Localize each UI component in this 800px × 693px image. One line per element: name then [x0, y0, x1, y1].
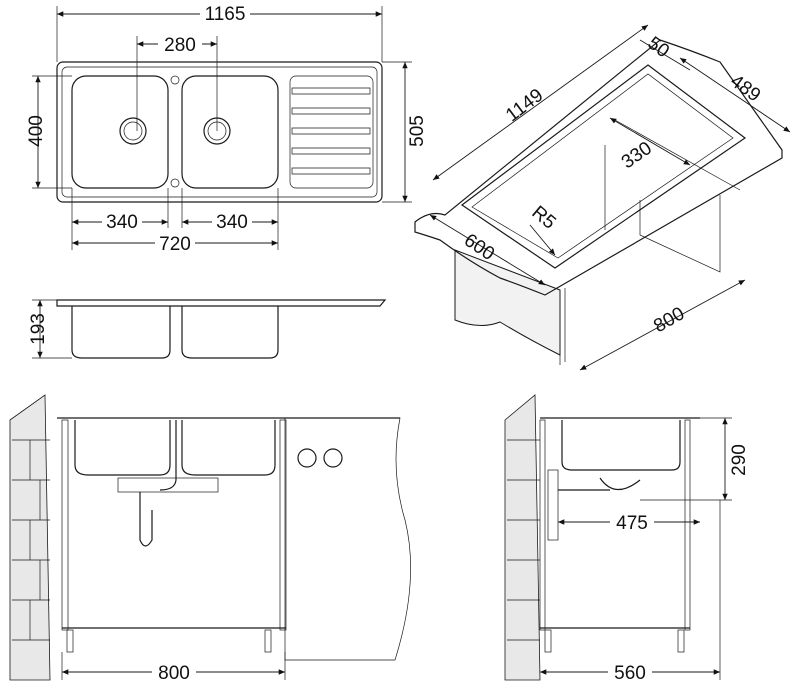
left-bowl — [71, 75, 169, 189]
dim-330: 330 — [618, 138, 656, 173]
dim-800-iso: 800 — [650, 303, 688, 337]
left-drain — [119, 117, 147, 145]
dim-340-right: 340 — [216, 212, 248, 233]
dim-800-front: 800 — [158, 663, 190, 684]
dim-280: 280 — [164, 35, 196, 56]
dim-193: 193 — [28, 313, 49, 345]
side-install-view: 290 475 560 — [504, 394, 750, 684]
dim-560: 560 — [614, 663, 646, 684]
side-section-view: 193 — [28, 299, 387, 359]
right-bowl — [181, 75, 279, 189]
isometric-view: 1149 489 50 330 R5 600 800 — [414, 24, 791, 371]
drainboard — [289, 75, 374, 189]
dim-489: 489 — [726, 71, 764, 107]
dim-720: 720 — [159, 234, 191, 255]
dim-1165: 1165 — [205, 4, 246, 25]
top-view: 1165 280 400 505 340 340 720 — [26, 3, 428, 255]
dim-50: 50 — [644, 33, 673, 62]
dim-475: 475 — [616, 513, 648, 534]
dim-290: 290 — [729, 444, 750, 476]
dim-400: 400 — [26, 115, 47, 147]
dim-r5: R5 — [527, 202, 559, 234]
dim-505: 505 — [407, 115, 428, 147]
dim-1149: 1149 — [502, 85, 547, 126]
front-install-view: 800 — [9, 394, 411, 684]
dim-340-left: 340 — [106, 212, 138, 233]
